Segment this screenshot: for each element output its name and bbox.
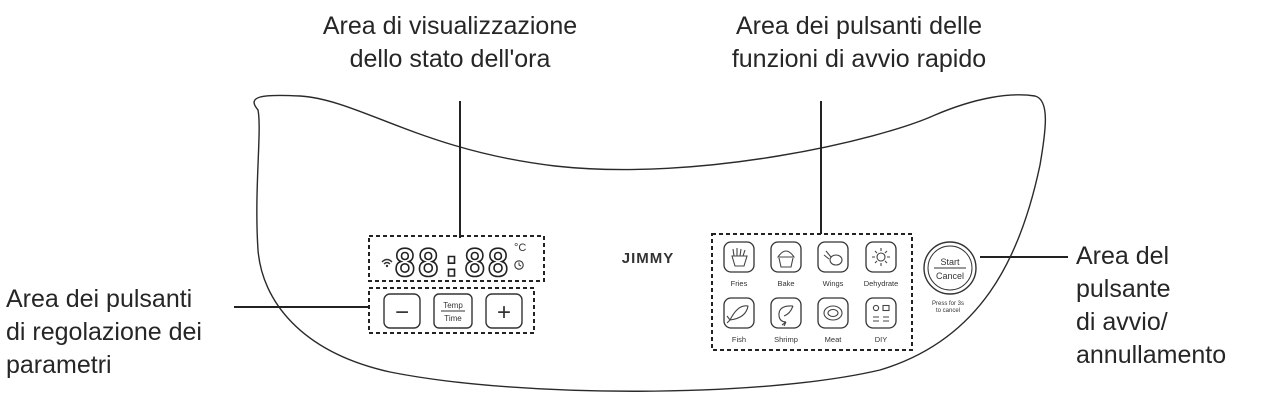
label-line: Area di visualizzazione: [322, 12, 578, 40]
function-button-meat[interactable]: Meat: [817, 297, 849, 344]
function-label: Fries: [731, 279, 748, 288]
label-parameter-buttons-area: Area dei pulsanti di regolazione dei par…: [6, 283, 202, 382]
label-line: di avvio/: [1076, 308, 1168, 336]
label-line: Area del: [1076, 242, 1170, 270]
fish-icon: [726, 305, 749, 324]
label-quick-function-area: Area dei pulsanti delle funzioni di avvi…: [684, 10, 1034, 76]
start-hint-line2: to cancel: [936, 308, 960, 314]
wings-icon: [823, 250, 843, 266]
label-line: Area dei pulsanti: [6, 285, 193, 313]
temp-time-button[interactable]: Temp Time: [433, 293, 473, 329]
label-line: parametri: [6, 351, 112, 379]
function-label: Wings: [823, 279, 844, 288]
cupcake-icon: [776, 250, 796, 268]
wifi-icon: [381, 258, 393, 268]
start-hint-line1: Press for 3s: [932, 301, 964, 307]
label-line: dello stato dell'ora: [349, 45, 551, 73]
time-display-area: [368, 235, 545, 282]
label-line: Area dei pulsanti delle: [736, 12, 982, 40]
label-line: funzioni di avvio rapido: [731, 45, 987, 73]
brand-logo: JIMMY: [622, 250, 675, 267]
panel-outline: [253, 94, 1047, 392]
function-button-wings[interactable]: Wings: [817, 241, 849, 288]
label-line: annullamento: [1076, 341, 1227, 369]
function-label: Bake: [777, 279, 794, 288]
function-button-shrimp[interactable]: Shrimp: [770, 297, 802, 344]
fries-icon: [731, 248, 748, 267]
start-cancel-button[interactable]: Start Cancel: [923, 241, 977, 295]
function-label: Meat: [825, 335, 843, 344]
start-label: Start: [940, 257, 960, 267]
shrimp-icon: [778, 305, 794, 327]
minus-button-label: −: [395, 299, 409, 326]
plus-button-label: +: [497, 299, 511, 326]
label-start-cancel-area: Area del pulsante di avvio/ annullamento: [1076, 240, 1226, 372]
display-unit: °C: [514, 242, 526, 254]
function-button-dehydrate[interactable]: Dehydrate: [864, 241, 899, 288]
label-line: pulsante: [1076, 275, 1171, 303]
label-time-display-area: Area di visualizzazione dello stato dell…: [290, 10, 610, 76]
quick-function-area: [711, 233, 913, 351]
function-label: DIY: [875, 335, 888, 344]
plus-button[interactable]: +: [485, 293, 523, 329]
function-label: Shrimp: [774, 335, 798, 344]
function-label: Dehydrate: [864, 279, 899, 288]
clock-icon: [514, 260, 524, 270]
function-button-diy[interactable]: DIY: [865, 297, 897, 344]
minus-button[interactable]: −: [383, 293, 421, 329]
function-button-bake[interactable]: Bake: [770, 241, 802, 288]
function-label: Fish: [732, 335, 746, 344]
temp-label: Temp: [443, 301, 463, 310]
function-button-fries[interactable]: Fries: [723, 241, 755, 288]
display-digits: 88:88: [394, 242, 510, 285]
label-line: di regolazione dei: [6, 318, 202, 346]
diy-icon: [872, 304, 890, 322]
sun-icon: [872, 248, 890, 266]
time-label: Time: [444, 314, 462, 323]
cancel-label: Cancel: [936, 271, 964, 281]
function-button-fish[interactable]: Fish: [723, 297, 755, 344]
steak-icon: [823, 305, 843, 321]
